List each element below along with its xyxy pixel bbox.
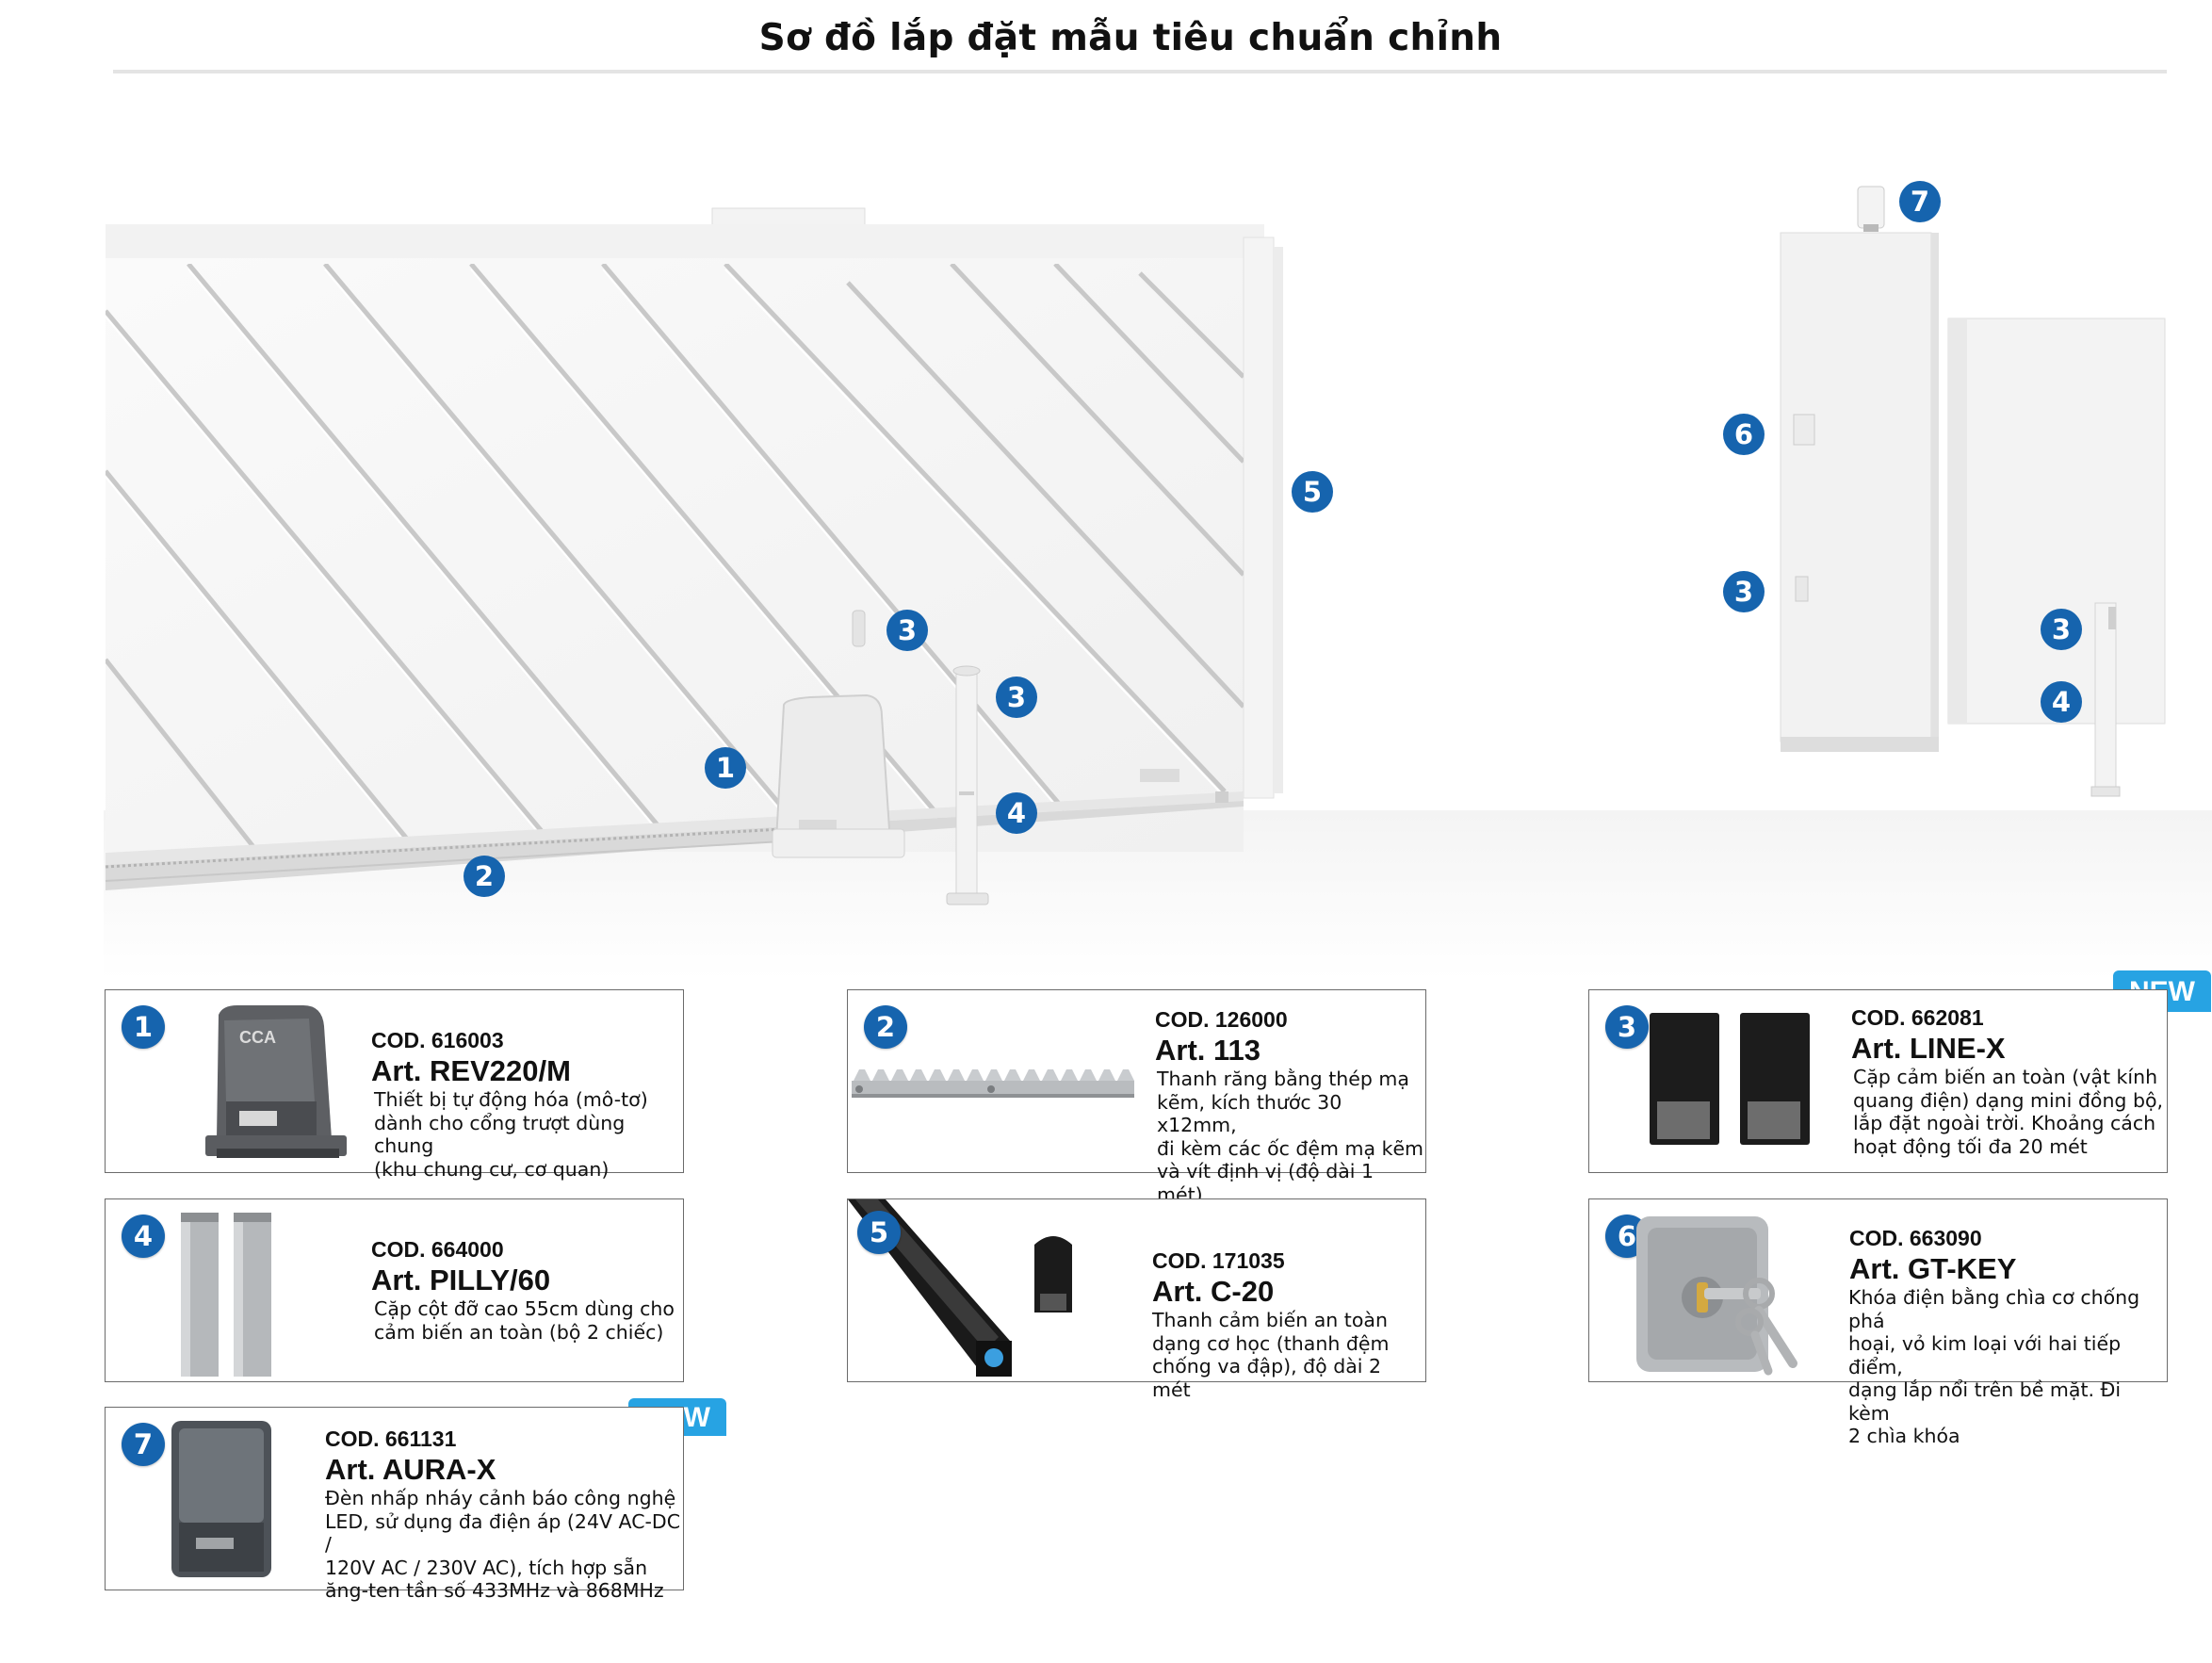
wall-section bbox=[1947, 318, 2166, 725]
gate-motor bbox=[772, 693, 905, 858]
card-number-badge: 2 bbox=[864, 1005, 907, 1049]
marker-3-right-column: 3 bbox=[2041, 609, 2082, 650]
marker-7: 7 bbox=[1899, 181, 1941, 222]
card-number-badge: 4 bbox=[122, 1215, 165, 1258]
marker-4-right-column: 4 bbox=[2041, 681, 2082, 723]
svg-text:3: 3 bbox=[1734, 576, 1753, 608]
svg-text:7: 7 bbox=[1911, 186, 1929, 218]
product-code: COD. 664000 bbox=[371, 1237, 504, 1262]
product-article: Art. LINE-X bbox=[1851, 1032, 2006, 1065]
product-card-113: 2 COD. 126000 Art. 113 Thanh răng bằng t… bbox=[847, 989, 1426, 1206]
product-card-line-x: 3 COD. 662081 Art. LINE-X Cặp cảm biến a… bbox=[1588, 989, 2168, 1173]
product-article: Art. 113 bbox=[1155, 1034, 1261, 1067]
product-code: COD. 616003 bbox=[371, 1028, 504, 1052]
marker-3-pillar: 3 bbox=[1723, 571, 1765, 612]
card-number-badge: 3 bbox=[1605, 1005, 1649, 1049]
product-code: COD. 662081 bbox=[1851, 1005, 1984, 1030]
svg-text:3: 3 bbox=[2052, 613, 2071, 645]
svg-text:3: 3 bbox=[1007, 681, 1026, 713]
card-number-badge: 7 bbox=[122, 1423, 165, 1466]
gear-motor-icon: CCA bbox=[205, 1005, 347, 1158]
svg-text:CCA: CCA bbox=[239, 1028, 276, 1047]
product-article: Art. PILLY/60 bbox=[371, 1264, 551, 1296]
marker-4-left-column: 4 bbox=[996, 792, 1037, 834]
svg-text:5: 5 bbox=[1303, 476, 1322, 508]
product-card-gt-key: 6 COD. 663090 Art. GT-KEY Khóa điện bằng… bbox=[1588, 1198, 2168, 1447]
gear-rack-icon bbox=[852, 1069, 1134, 1098]
product-code: COD. 126000 bbox=[1155, 1007, 1288, 1032]
product-code: COD. 661131 bbox=[325, 1427, 457, 1451]
product-card-rev220m: 1 CCA COD. 616003 Art. REV220/M Thiết bị… bbox=[105, 989, 684, 1181]
svg-text:4: 4 bbox=[2052, 686, 2071, 718]
product-code: COD. 663090 bbox=[1849, 1226, 1982, 1250]
marker-3-left-column: 3 bbox=[996, 677, 1037, 718]
installation-diagram: 1 2 3 3 4 5 6 3 3 4 7 bbox=[104, 181, 2212, 980]
product-card-c20: 5 COD. 171035 Art. C-20 Thanh cảm biến a… bbox=[847, 1198, 1426, 1401]
marker-6: 6 bbox=[1723, 414, 1765, 455]
marker-5: 5 bbox=[1292, 471, 1333, 513]
product-article: Art. AURA-X bbox=[325, 1453, 496, 1486]
flashing-light-icon bbox=[171, 1421, 271, 1577]
svg-text:3: 3 bbox=[898, 614, 917, 646]
product-card-aura-x: 7 COD. 661131 Art. AURA-X Đèn nhấp nháy … bbox=[105, 1407, 684, 1602]
card-number-badge: 5 bbox=[857, 1211, 901, 1254]
product-code: COD. 171035 bbox=[1152, 1248, 1285, 1273]
key-switch-icon bbox=[1636, 1216, 1797, 1376]
marker-2: 2 bbox=[464, 856, 505, 897]
svg-text:6: 6 bbox=[1734, 418, 1753, 450]
column-pair-icon bbox=[181, 1213, 271, 1377]
product-article: Art. GT-KEY bbox=[1849, 1252, 2017, 1285]
marker-1: 1 bbox=[705, 747, 746, 789]
product-article: Art. C-20 bbox=[1152, 1275, 1275, 1308]
left-column bbox=[946, 665, 989, 905]
svg-text:2: 2 bbox=[475, 860, 494, 892]
product-card-pilly60: 4 COD. 664000 Art. PILLY/60 Cặp cột đỡ c… bbox=[105, 1198, 684, 1382]
title-divider bbox=[113, 70, 2167, 73]
marker-3-gate: 3 bbox=[886, 610, 928, 651]
product-description: Thiết bị tự động hóa (mô-tơ)dành cho cổn… bbox=[374, 1088, 648, 1181]
page-title: Sơ đồ lắp đặt mẫu tiêu chuẩn chỉnh bbox=[758, 17, 1503, 59]
svg-text:1: 1 bbox=[716, 752, 735, 784]
gate-pillar bbox=[1780, 186, 1939, 752]
photocell-pair-icon bbox=[1650, 1013, 1810, 1145]
sliding-gate bbox=[105, 207, 1283, 890]
right-column bbox=[2090, 602, 2121, 797]
product-article: Art. REV220/M bbox=[371, 1054, 571, 1087]
svg-text:4: 4 bbox=[1007, 797, 1026, 829]
card-number-badge: 1 bbox=[122, 1005, 165, 1049]
